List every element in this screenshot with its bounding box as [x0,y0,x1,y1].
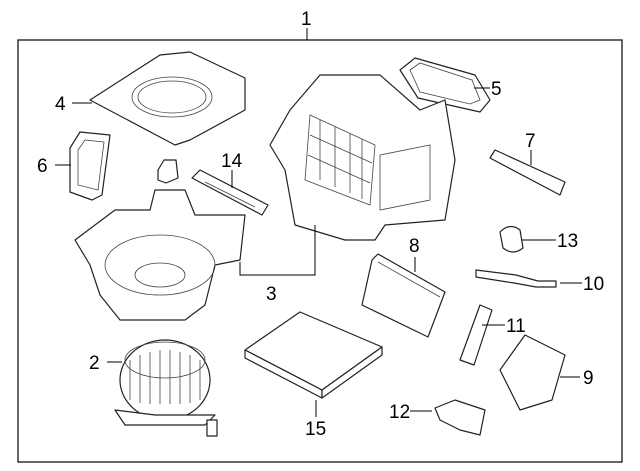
leader-lines [55,87,582,417]
part-heater-housing [269,74,456,241]
callout-8: 8 [409,236,420,257]
callout-7: 7 [525,131,536,152]
callout-10: 10 [583,274,604,295]
part-12-sensor [434,399,486,436]
part-14-filter-door [191,169,269,216]
part-clip [157,159,179,184]
callout-4: 4 [55,94,66,115]
part-8-evaporator [361,253,446,338]
callout-9: 9 [583,368,594,389]
part-6-gasket [69,131,111,201]
part-2-blower-motor [114,339,218,437]
callout-11: 11 [506,316,526,337]
part-10-rod [475,269,557,288]
callout-13: 13 [557,231,578,252]
part-3-blower-case [74,189,246,321]
callout-14: 14 [221,151,243,172]
part-5-seal [399,57,491,113]
assembly-frame [17,39,623,463]
callout-5: 5 [491,79,502,100]
callout-1: 1 [301,9,312,30]
part-7-actuator-plate [489,149,566,196]
part-13-motor [499,225,524,253]
callout-3: 3 [266,284,277,305]
callout-2: 2 [89,353,100,374]
part-4-upper-case [89,51,246,146]
callout-12: 12 [389,402,410,423]
part-9-control-module [499,334,566,411]
part-15-cabin-filter [244,311,383,399]
part-11-bracket [459,304,493,366]
callout-15: 15 [305,419,326,440]
callout-6: 6 [37,156,48,177]
